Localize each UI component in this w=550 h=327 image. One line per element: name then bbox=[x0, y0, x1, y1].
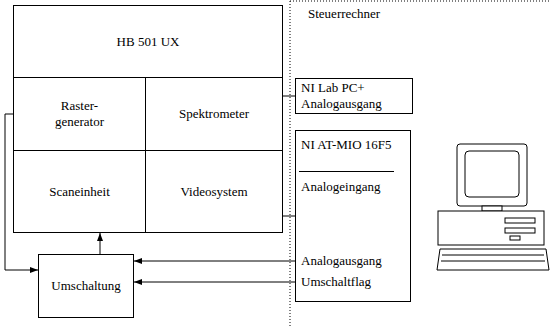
node-text: Raster- generator bbox=[43, 98, 117, 130]
connector bbox=[283, 96, 295, 97]
node-text: Umschaltung bbox=[51, 278, 120, 294]
spectrometer-box: Spektrometer bbox=[145, 77, 283, 151]
node-text: Analogausgang bbox=[301, 96, 407, 112]
io-card-box: NI AT-MIO 16F5AnalogeingangAnalogausgang… bbox=[295, 130, 411, 302]
divider-line bbox=[299, 171, 394, 172]
region-label: Steuerrechner bbox=[308, 6, 380, 22]
node-text: Analogausgang bbox=[301, 253, 382, 269]
node-text: Scaneinheit bbox=[49, 184, 110, 200]
switch-box: Umschaltung bbox=[38, 254, 134, 318]
connector bbox=[134, 282, 295, 283]
node-text: Videosystem bbox=[180, 184, 247, 200]
region-border bbox=[290, 1, 291, 327]
node-text: HB 501 UX bbox=[117, 34, 180, 50]
video-system-box: Videosystem bbox=[145, 150, 283, 233]
node-text: Analogeingang bbox=[301, 179, 380, 195]
connector bbox=[283, 216, 295, 217]
connector bbox=[5, 114, 38, 270]
node-text: NI Lab PC+ bbox=[301, 80, 407, 96]
computer-icon bbox=[437, 144, 549, 270]
raster-generator-box: Raster- generator bbox=[13, 77, 146, 151]
io-card-box: NI Lab PC+Analogausgang bbox=[295, 78, 413, 114]
node-text: Spektrometer bbox=[179, 106, 249, 122]
connector bbox=[100, 233, 101, 254]
node-text: Umschaltflag bbox=[301, 274, 371, 290]
microscope-box: HB 501 UX Raster- generator SpektrometerSc… bbox=[13, 5, 283, 233]
connector bbox=[134, 261, 295, 262]
scan-unit-box: Scaneinheit bbox=[13, 150, 146, 233]
title-area: HB 501 UX bbox=[14, 6, 282, 78]
node-text: NI AT-MIO 16F5 bbox=[301, 137, 392, 153]
region-border bbox=[290, 1, 550, 2]
